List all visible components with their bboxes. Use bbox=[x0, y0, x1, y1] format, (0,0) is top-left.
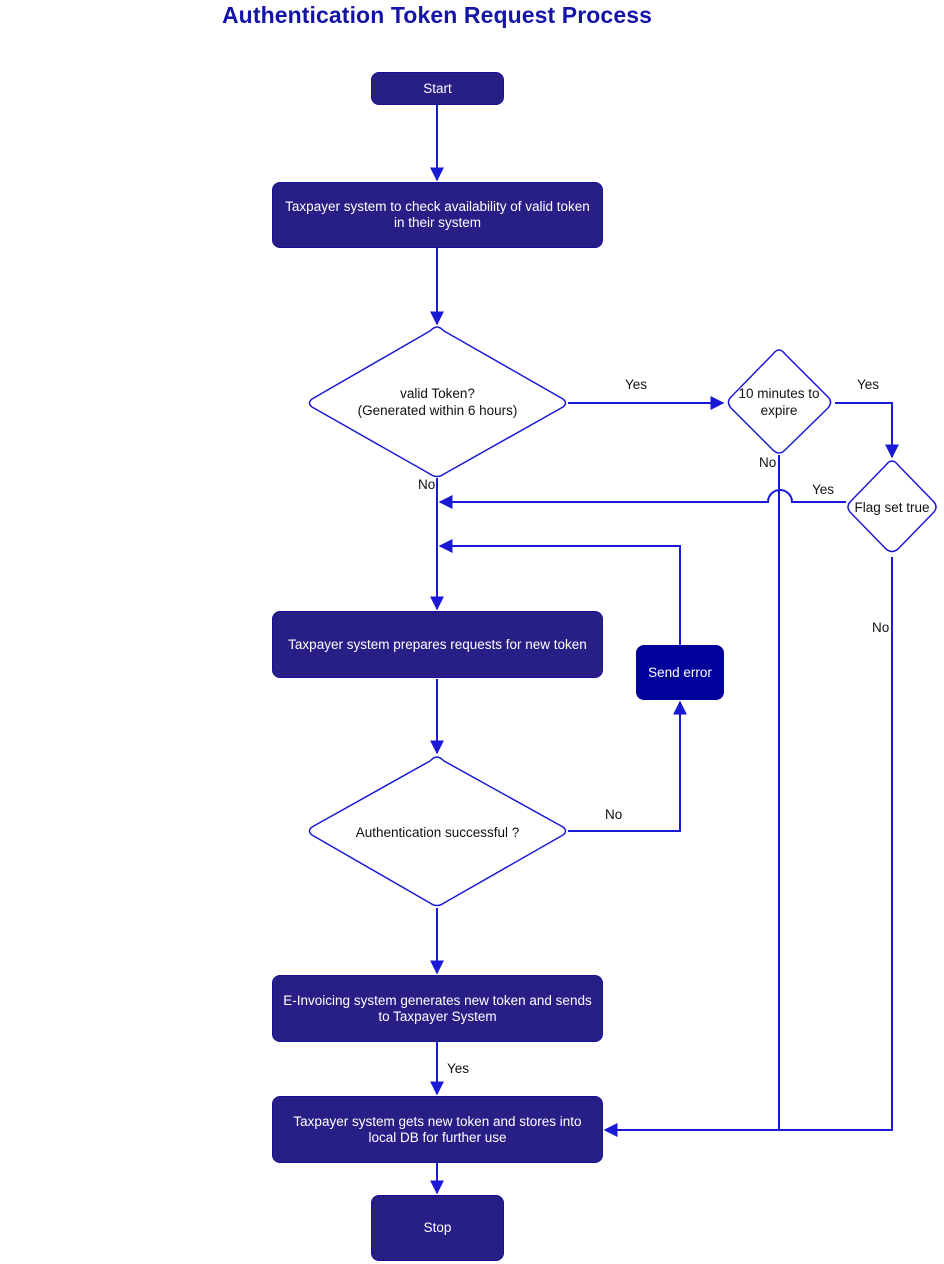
valid-token-line1: valid Token? bbox=[400, 386, 475, 401]
valid-token-diamond bbox=[308, 326, 567, 478]
check-token-node: Taxpayer system to check availability of… bbox=[272, 182, 603, 248]
auth-text: Authentication successful ? bbox=[355, 824, 520, 840]
stop-node: Stop bbox=[371, 1195, 504, 1261]
label-flag-no: No bbox=[872, 620, 890, 635]
expire-line1: 10 minutes to bbox=[738, 386, 820, 401]
arrow-flag-no-to-store bbox=[603, 557, 893, 1137]
arrow-error-to-main bbox=[438, 539, 681, 645]
arrow-flag-yes-to-main bbox=[438, 489, 846, 509]
label-flag-yes: Yes bbox=[812, 482, 835, 497]
expire-diamond bbox=[727, 349, 832, 454]
flag-diamond bbox=[847, 460, 937, 553]
label-valid-yes: Yes bbox=[625, 377, 648, 392]
label-expire-no: No bbox=[759, 455, 777, 470]
expire-text: 10 minutes to expire bbox=[733, 384, 825, 420]
expire-line2: expire bbox=[760, 403, 798, 418]
send-error-node: Send error bbox=[636, 645, 724, 700]
prepare-request-node: Taxpayer system prepares requests for ne… bbox=[272, 611, 603, 678]
label-valid-no: No bbox=[418, 477, 436, 492]
arrow-expire-yes-to-flag bbox=[835, 402, 899, 459]
arrow-auth-no-to-error bbox=[568, 700, 687, 832]
page-title: Authentication Token Request Process bbox=[221, 2, 653, 28]
label-expire-yes: Yes bbox=[857, 377, 880, 392]
auth-diamond bbox=[308, 756, 567, 907]
valid-token-line2: (Generated within 6 hours) bbox=[357, 403, 518, 418]
label-auth-no: No bbox=[605, 807, 623, 822]
start-node: Start bbox=[371, 72, 504, 105]
generate-token-node: E-Invoicing system generates new token a… bbox=[272, 975, 603, 1042]
flag-text: Flag set true bbox=[854, 499, 930, 515]
valid-token-text: valid Token? (Generated within 6 hours) bbox=[330, 384, 545, 420]
label-generate-yes: Yes bbox=[447, 1061, 470, 1076]
store-token-node: Taxpayer system gets new token and store… bbox=[272, 1096, 603, 1163]
